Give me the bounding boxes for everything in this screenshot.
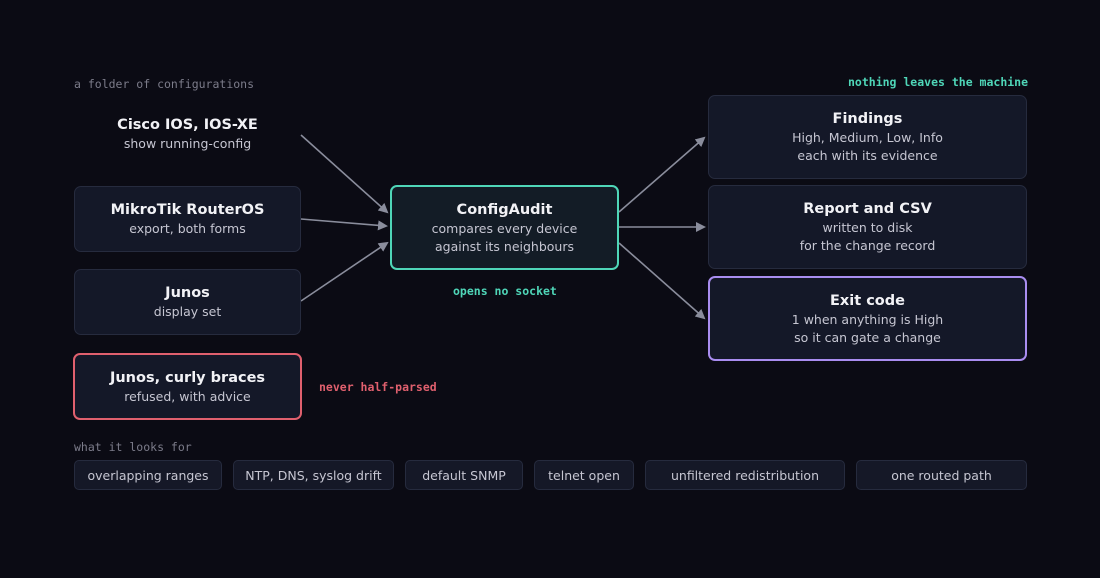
input-mikrotik-title: MikroTik RouterOS [110,202,265,218]
output-report-line2: for the change record [799,238,936,253]
input-junos-curly-subtitle: refused, with advice [124,388,251,404]
check-chip-one-routed-path: one routed path [856,460,1027,490]
arrow-center-to-exitcode [618,242,706,320]
output-report-line1: written to disk [822,220,913,235]
arrow-mikrotik-to-center [300,218,388,231]
input-cisco-title: Cisco IOS, IOS-XE [117,117,258,133]
configaudit-core: ConfigAudit compares every device agains… [390,185,619,270]
check-chip-default-snmp: default SNMP [405,460,523,490]
arrow-cisco-to-center [300,134,389,214]
output-findings-line2: each with its evidence [797,148,938,163]
inputs-section-label: a folder of configurations [74,77,255,91]
output-report: Report and CSV written to disk for the c… [708,185,1027,269]
output-report-title: Report and CSV [803,201,932,217]
output-findings: Findings High, Medium, Low, Info each wi… [708,95,1027,179]
output-exit-code-title: Exit code [830,292,905,309]
check-chip-ntp-dns-syslog: NTP, DNS, syslog drift [233,460,394,490]
output-exit-code-line2: so it can gate a change [794,329,941,345]
refused-note: never half-parsed [319,380,437,394]
input-junos: Junos display set [74,269,301,335]
center-title: ConfigAudit [456,201,553,218]
center-line2: against its neighbours [435,238,574,254]
input-junos-curly-title: Junos, curly braces [109,369,266,386]
input-junos-title: Junos [165,285,210,301]
input-cisco: Cisco IOS, IOS-XE show running-config [74,102,301,166]
output-exit-code: Exit code 1 when anything is High so it … [708,276,1027,361]
center-line1: compares every device [431,220,578,236]
input-mikrotik: MikroTik RouterOS export, both forms [74,186,301,252]
output-findings-line1: High, Medium, Low, Info [792,130,943,145]
output-findings-title: Findings [832,111,903,127]
input-cisco-subtitle: show running-config [123,136,252,151]
output-exit-code-line1: 1 when anything is High [791,311,944,327]
arrow-center-to-findings [618,136,706,213]
check-chip-overlapping-ranges: overlapping ranges [74,460,222,490]
center-note: opens no socket [453,284,557,298]
input-junos-curly-refused: Junos, curly braces refused, with advice [73,353,302,420]
input-junos-subtitle: display set [153,304,222,319]
check-chip-unfiltered-redistribution: unfiltered redistribution [645,460,845,490]
checks-section-label: what it looks for [74,440,192,454]
privacy-note: nothing leaves the machine [848,75,1029,89]
arrow-junos-to-center [300,241,389,302]
input-mikrotik-subtitle: export, both forms [129,221,246,236]
check-chip-telnet-open: telnet open [534,460,634,490]
